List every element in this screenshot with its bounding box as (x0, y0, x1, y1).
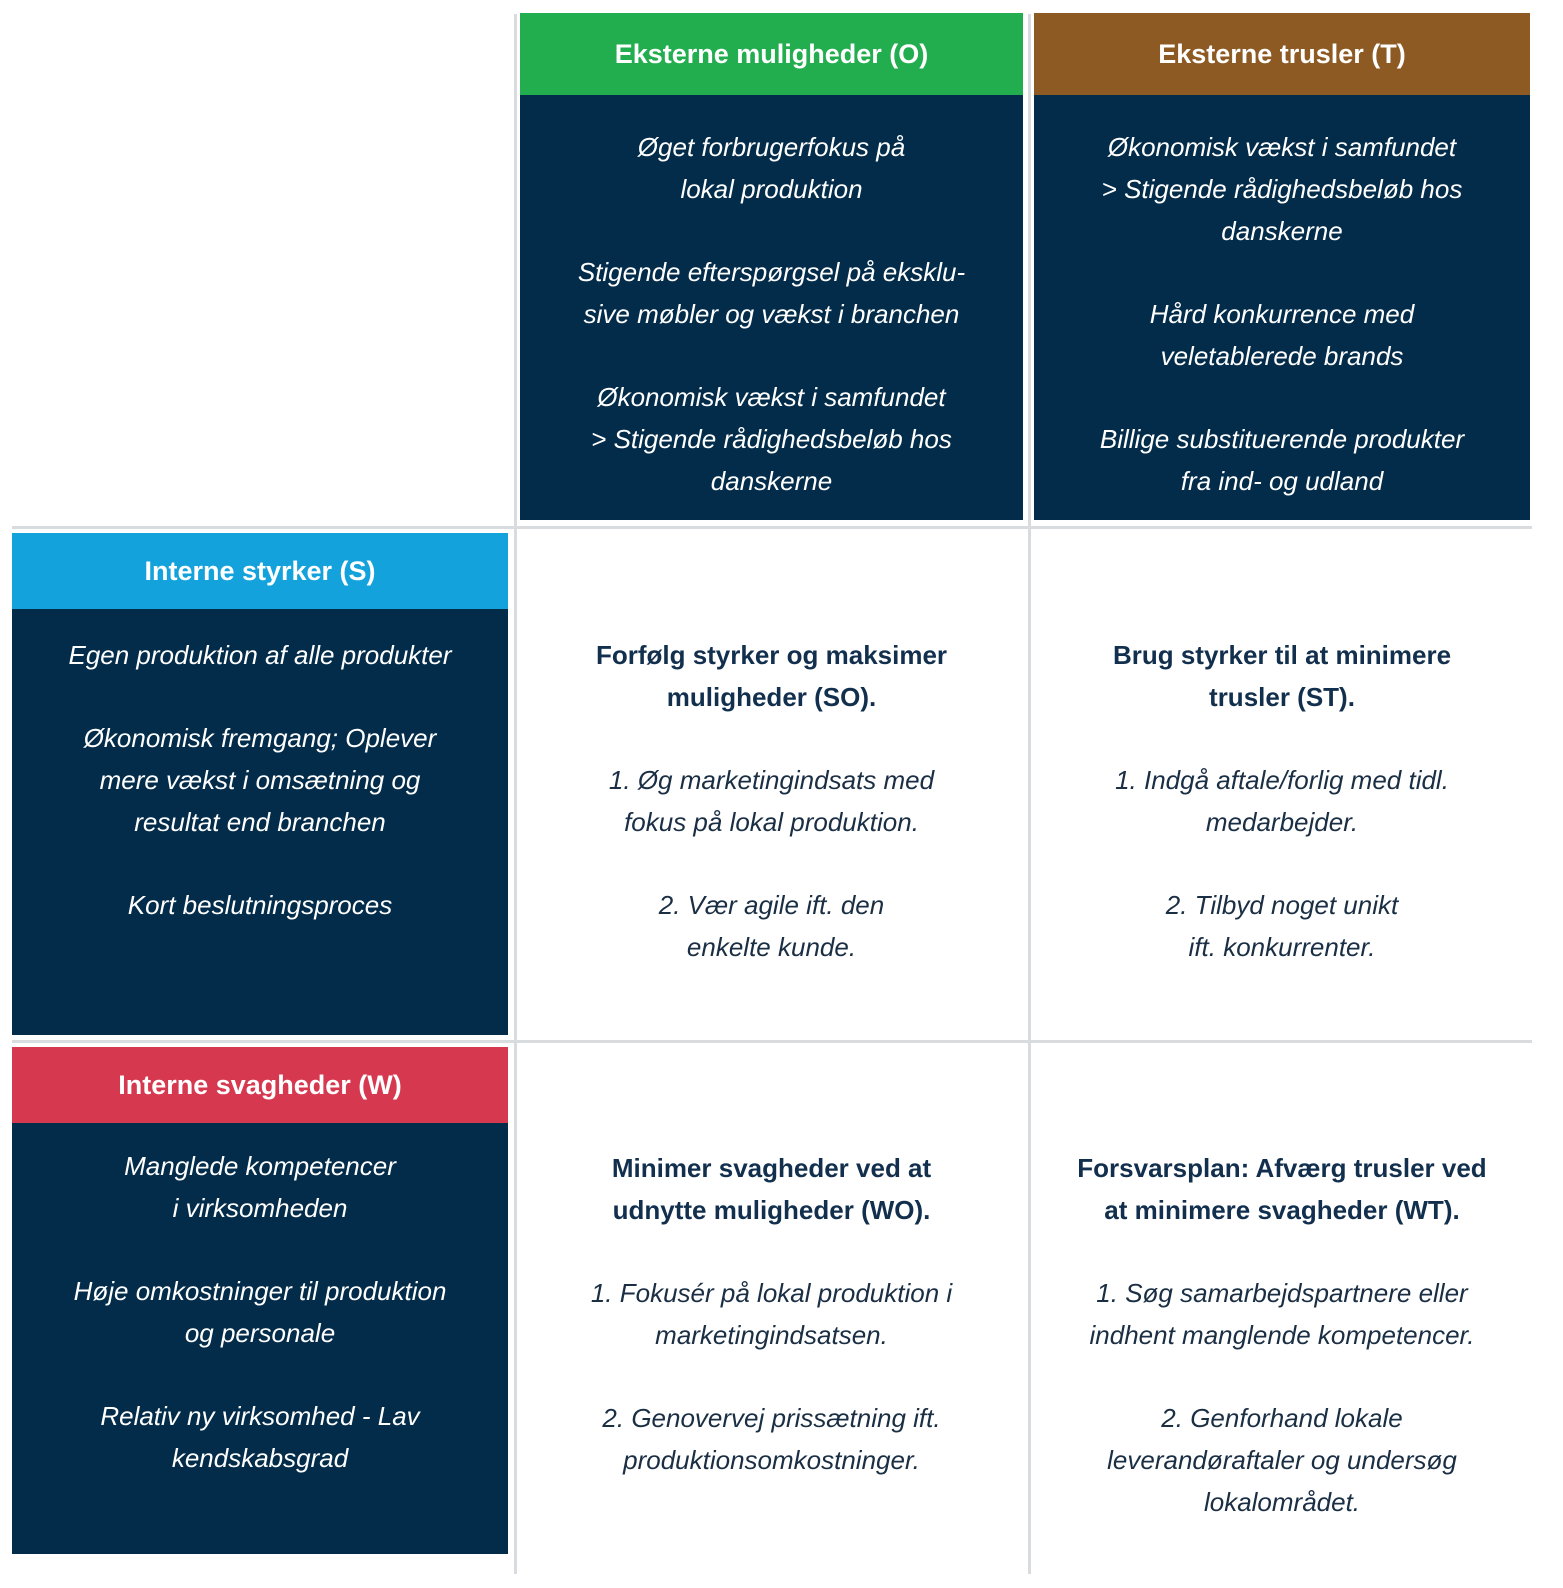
st-strategy-title: Brug styrker til at minimere trusler (ST… (1112, 640, 1452, 712)
threats-header: Eksterne trusler (T) (1034, 13, 1530, 95)
threat-item: Billige substituerende produkter fra ind… (1099, 424, 1465, 496)
opportunity-item: Stigende efterspørgsel på eksklu- sive m… (577, 257, 966, 329)
strengths-body: Egen produktion af alle produkter Økonom… (12, 609, 508, 1035)
opportunities-body: Øget forbrugerfokus på lokal produktion … (520, 95, 1023, 520)
wo-strategy-title: Minimer svagheder ved at udnytte mulighe… (611, 1153, 932, 1225)
opportunity-item: Øget forbrugerfokus på lokal produktion (637, 132, 906, 204)
strengths-box: Interne styrker (S) Egen produktion af a… (12, 533, 508, 1035)
wt-strategy-cell: Forsvarsplan: Afværg trusler ved at mini… (1034, 1147, 1530, 1523)
threats-box: Eksterne trusler (T) Økonomisk vækst i s… (1034, 13, 1530, 520)
strength-item: Kort beslutningsproces (127, 890, 393, 920)
weaknesses-header: Interne svagheder (W) (12, 1047, 508, 1123)
wo-strategy-item: 2. Genovervej prissætning ift. produktio… (602, 1403, 941, 1475)
st-strategy-item: 1. Indgå aftale/forlig med tidl. medarbe… (1115, 765, 1449, 837)
st-strategy-item: 2. Tilbyd noget unikt ift. konkurrenter. (1165, 890, 1399, 962)
grid-line-vertical-2 (1028, 14, 1031, 1574)
opportunity-item: Økonomisk vækst i samfundet > Stigende r… (591, 382, 952, 496)
threat-item: Økonomisk vækst i samfundet > Stigende r… (1101, 132, 1463, 246)
wt-strategy-item: 1. Søg samarbejdspartnere eller indhent … (1089, 1278, 1475, 1350)
grid-line-horizontal-2 (12, 1040, 1532, 1043)
so-strategy-item: 2. Vær agile ift. den enkelte kunde. (658, 890, 885, 962)
grid-line-horizontal-1 (12, 526, 1532, 529)
so-strategy-cell: Forfølg styrker og maksimer muligheder (… (520, 634, 1023, 968)
threat-item: Hård konkurrence med veletablerede brand… (1149, 299, 1415, 371)
st-strategy-cell: Brug styrker til at minimere trusler (ST… (1034, 634, 1530, 968)
grid-line-vertical-1 (514, 14, 517, 1574)
opportunities-header: Eksterne muligheder (O) (520, 13, 1023, 95)
weakness-item: Høje omkostninger til produktion og pers… (73, 1276, 447, 1348)
weakness-item: Manglede kompetencer i virksomheden (124, 1151, 396, 1223)
wt-strategy-title: Forsvarsplan: Afværg trusler ved at mini… (1077, 1153, 1487, 1225)
weakness-item: Relativ ny virksomhed - Lav kendskabsgra… (100, 1401, 420, 1473)
strengths-header: Interne styrker (S) (12, 533, 508, 609)
weaknesses-body: Manglede kompetencer i virksomheden Høje… (12, 1123, 508, 1554)
wo-strategy-cell: Minimer svagheder ved at udnytte mulighe… (520, 1147, 1023, 1481)
wt-strategy-item: 2. Genforhand lokale leverandøraftaler o… (1107, 1403, 1457, 1517)
so-strategy-item: 1. Øg marketingindsats med fokus på loka… (608, 765, 935, 837)
strength-item: Egen produktion af alle produkter (68, 640, 452, 670)
threats-body: Økonomisk vækst i samfundet > Stigende r… (1034, 95, 1530, 520)
wo-strategy-item: 1. Fokusér på lokal produktion i marketi… (590, 1278, 953, 1350)
opportunities-box: Eksterne muligheder (O) Øget forbrugerfo… (520, 13, 1023, 520)
weaknesses-box: Interne svagheder (W) Manglede kompetenc… (12, 1047, 508, 1554)
so-strategy-title: Forfølg styrker og maksimer muligheder (… (595, 640, 948, 712)
strength-item: Økonomisk fremgang; Oplever mere vækst i… (83, 723, 437, 837)
